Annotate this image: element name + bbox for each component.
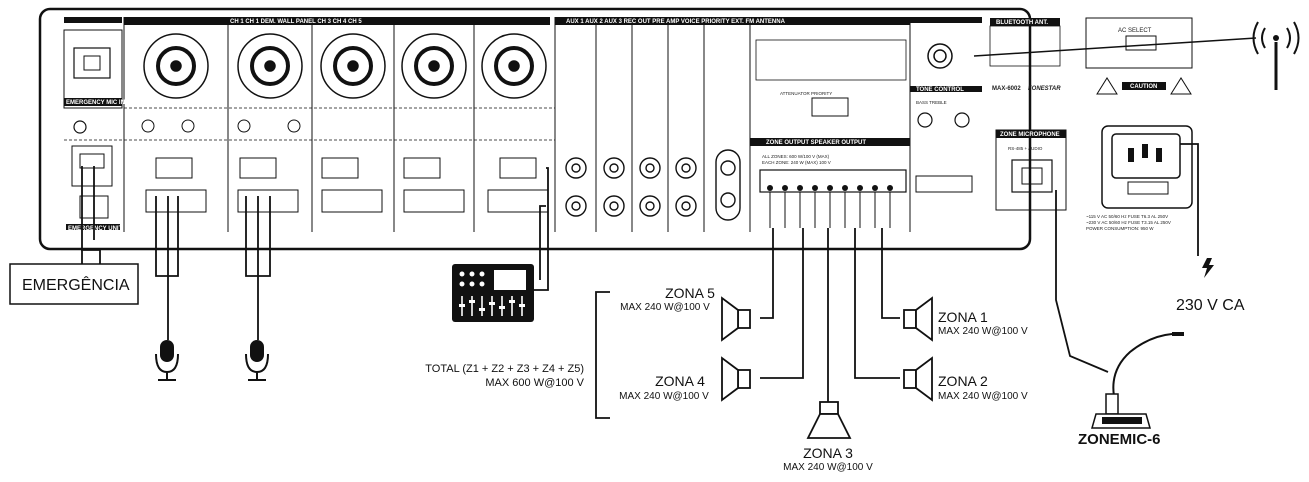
rj45-port[interactable]	[73, 47, 111, 79]
speaker-icon	[903, 296, 933, 342]
emergency-header: EMERGENCY MIC IN	[66, 100, 125, 106]
gain-knobs	[141, 119, 301, 133]
ac-select-label: AC SELECT	[1118, 28, 1152, 34]
model-label: MAX-6002	[992, 86, 1021, 92]
power-note-line3: POWER CONSUMPTION: 950 W	[1086, 226, 1154, 231]
power-inlet[interactable]	[1101, 125, 1193, 209]
emergency-block	[63, 29, 123, 109]
brand-label: FONESTAR	[1028, 86, 1061, 92]
zonemic-label: ZONEMIC-6	[1078, 431, 1161, 448]
zone-output-header: ZONE OUTPUT SPEAKER OUTPUT	[766, 140, 866, 146]
speaker-icon	[721, 296, 751, 342]
zone-output-screws	[767, 185, 893, 191]
lightning-icon	[1202, 258, 1214, 278]
xlr-inputs	[143, 33, 547, 99]
caution-label: CAUTION	[1130, 84, 1157, 90]
emergencia-box	[9, 263, 139, 305]
total-line-1: TOTAL (Z1 + Z2 + Z3 + Z4 + Z5)	[425, 363, 584, 375]
emergency-unit-header: EMERGENCY UNIT	[68, 226, 123, 232]
zone-mic-rj45-port[interactable]	[1011, 159, 1053, 193]
tone-control-header: TONE CONTROL	[916, 87, 964, 93]
emergencia-label: EMERGÊNCIA	[22, 275, 130, 294]
power-note-line1: ~115 V AC 50/60 Hz FUSE T6.3 AL 250V	[1086, 214, 1168, 219]
speaker-icon	[806, 401, 852, 439]
zone-mic-header: ZONE MICROPHONE	[1000, 132, 1060, 138]
zone-3-spec: MAX 240 W@100 V	[783, 462, 873, 473]
header-bar-channels	[124, 17, 550, 25]
attenuator-label: ATTENUATOR PRIORITY	[780, 91, 832, 96]
ac-select-switch[interactable]	[1125, 35, 1157, 51]
zone-1-name: ZONA 1	[938, 309, 988, 325]
speaker-note-line2: EACH ZONE: 240 W (MAX) 100 V	[762, 160, 831, 165]
zone-mic-block	[995, 129, 1067, 211]
gooseneck-microphone-icon	[1091, 332, 1184, 429]
aux-header: AUX 1 AUX 2 AUX 3 REC OUT PRE AMP VOICE …	[566, 19, 786, 25]
microphone-icon	[245, 340, 269, 381]
wiring	[9, 143, 1199, 419]
power-label: 230 V CA	[1176, 297, 1245, 314]
rca-jacks	[565, 149, 741, 221]
zone-2-spec: MAX 240 W@100 V	[938, 391, 1028, 402]
fm-antenna-jack[interactable]	[927, 43, 953, 69]
zone-1-spec: MAX 240 W@100 V	[938, 326, 1028, 337]
fuse-holder[interactable]	[1127, 181, 1169, 195]
zone-2-name: ZONA 2	[938, 373, 988, 389]
zone-output-pins	[769, 192, 891, 228]
attenuator-terminal[interactable]	[811, 97, 849, 117]
power-note: ~115 V AC 50/60 Hz FUSE T6.3 AL 250V ~23…	[1086, 214, 1172, 231]
header-bar-aux	[555, 17, 910, 25]
antenna-icon	[1252, 21, 1300, 90]
zone-mic-port-label: RS-485 + AUDIO	[1008, 146, 1043, 151]
power-note-line2: ~230 V AC 50/60 Hz FUSE T3.15 AL 250V	[1086, 220, 1171, 225]
zone-5-spec: MAX 240 W@100 V	[620, 302, 710, 313]
antenna-cable	[973, 37, 1257, 57]
zone-5-name: ZONA 5	[665, 285, 715, 301]
panel-outline	[38, 7, 1032, 251]
channel-controls	[145, 157, 549, 213]
zone-3-name: ZONA 3	[803, 445, 853, 461]
speaker-output-note: ALL ZONES: 600 W/100 V (MAX) EACH ZONE: …	[762, 154, 831, 165]
bluetooth-header: BLUETOOTH ANT.	[996, 20, 1048, 26]
treble-knob[interactable]	[954, 112, 970, 128]
emergency-terminal[interactable]	[71, 145, 113, 187]
line-out-terminal[interactable]	[915, 175, 973, 193]
speaker-note-line1: ALL ZONES: 600 W/100 V (MAX)	[762, 154, 830, 159]
bass-knob[interactable]	[917, 112, 933, 128]
channels-header: CH 1 CH 1 DEM. WALL PANEL CH 3 CH 4 CH 5	[230, 19, 362, 25]
speaker-icon	[721, 356, 751, 402]
zone-4-spec: MAX 240 W@100 V	[619, 391, 709, 402]
zone-output-terminal[interactable]	[759, 169, 907, 193]
header-bar	[64, 17, 122, 23]
emergency-knob[interactable]	[73, 120, 87, 134]
zone-4-name: ZONA 4	[655, 373, 705, 389]
status-legend	[755, 39, 907, 81]
header-bar-right	[910, 17, 982, 23]
speaker-icon	[903, 356, 933, 402]
bass-treble-label: BASS TREBLE	[916, 100, 947, 105]
microphone-icon	[155, 340, 179, 381]
rear-panel	[38, 7, 1193, 251]
total-line-2: MAX 600 W@100 V	[485, 377, 584, 389]
mixer-icon	[452, 264, 534, 322]
